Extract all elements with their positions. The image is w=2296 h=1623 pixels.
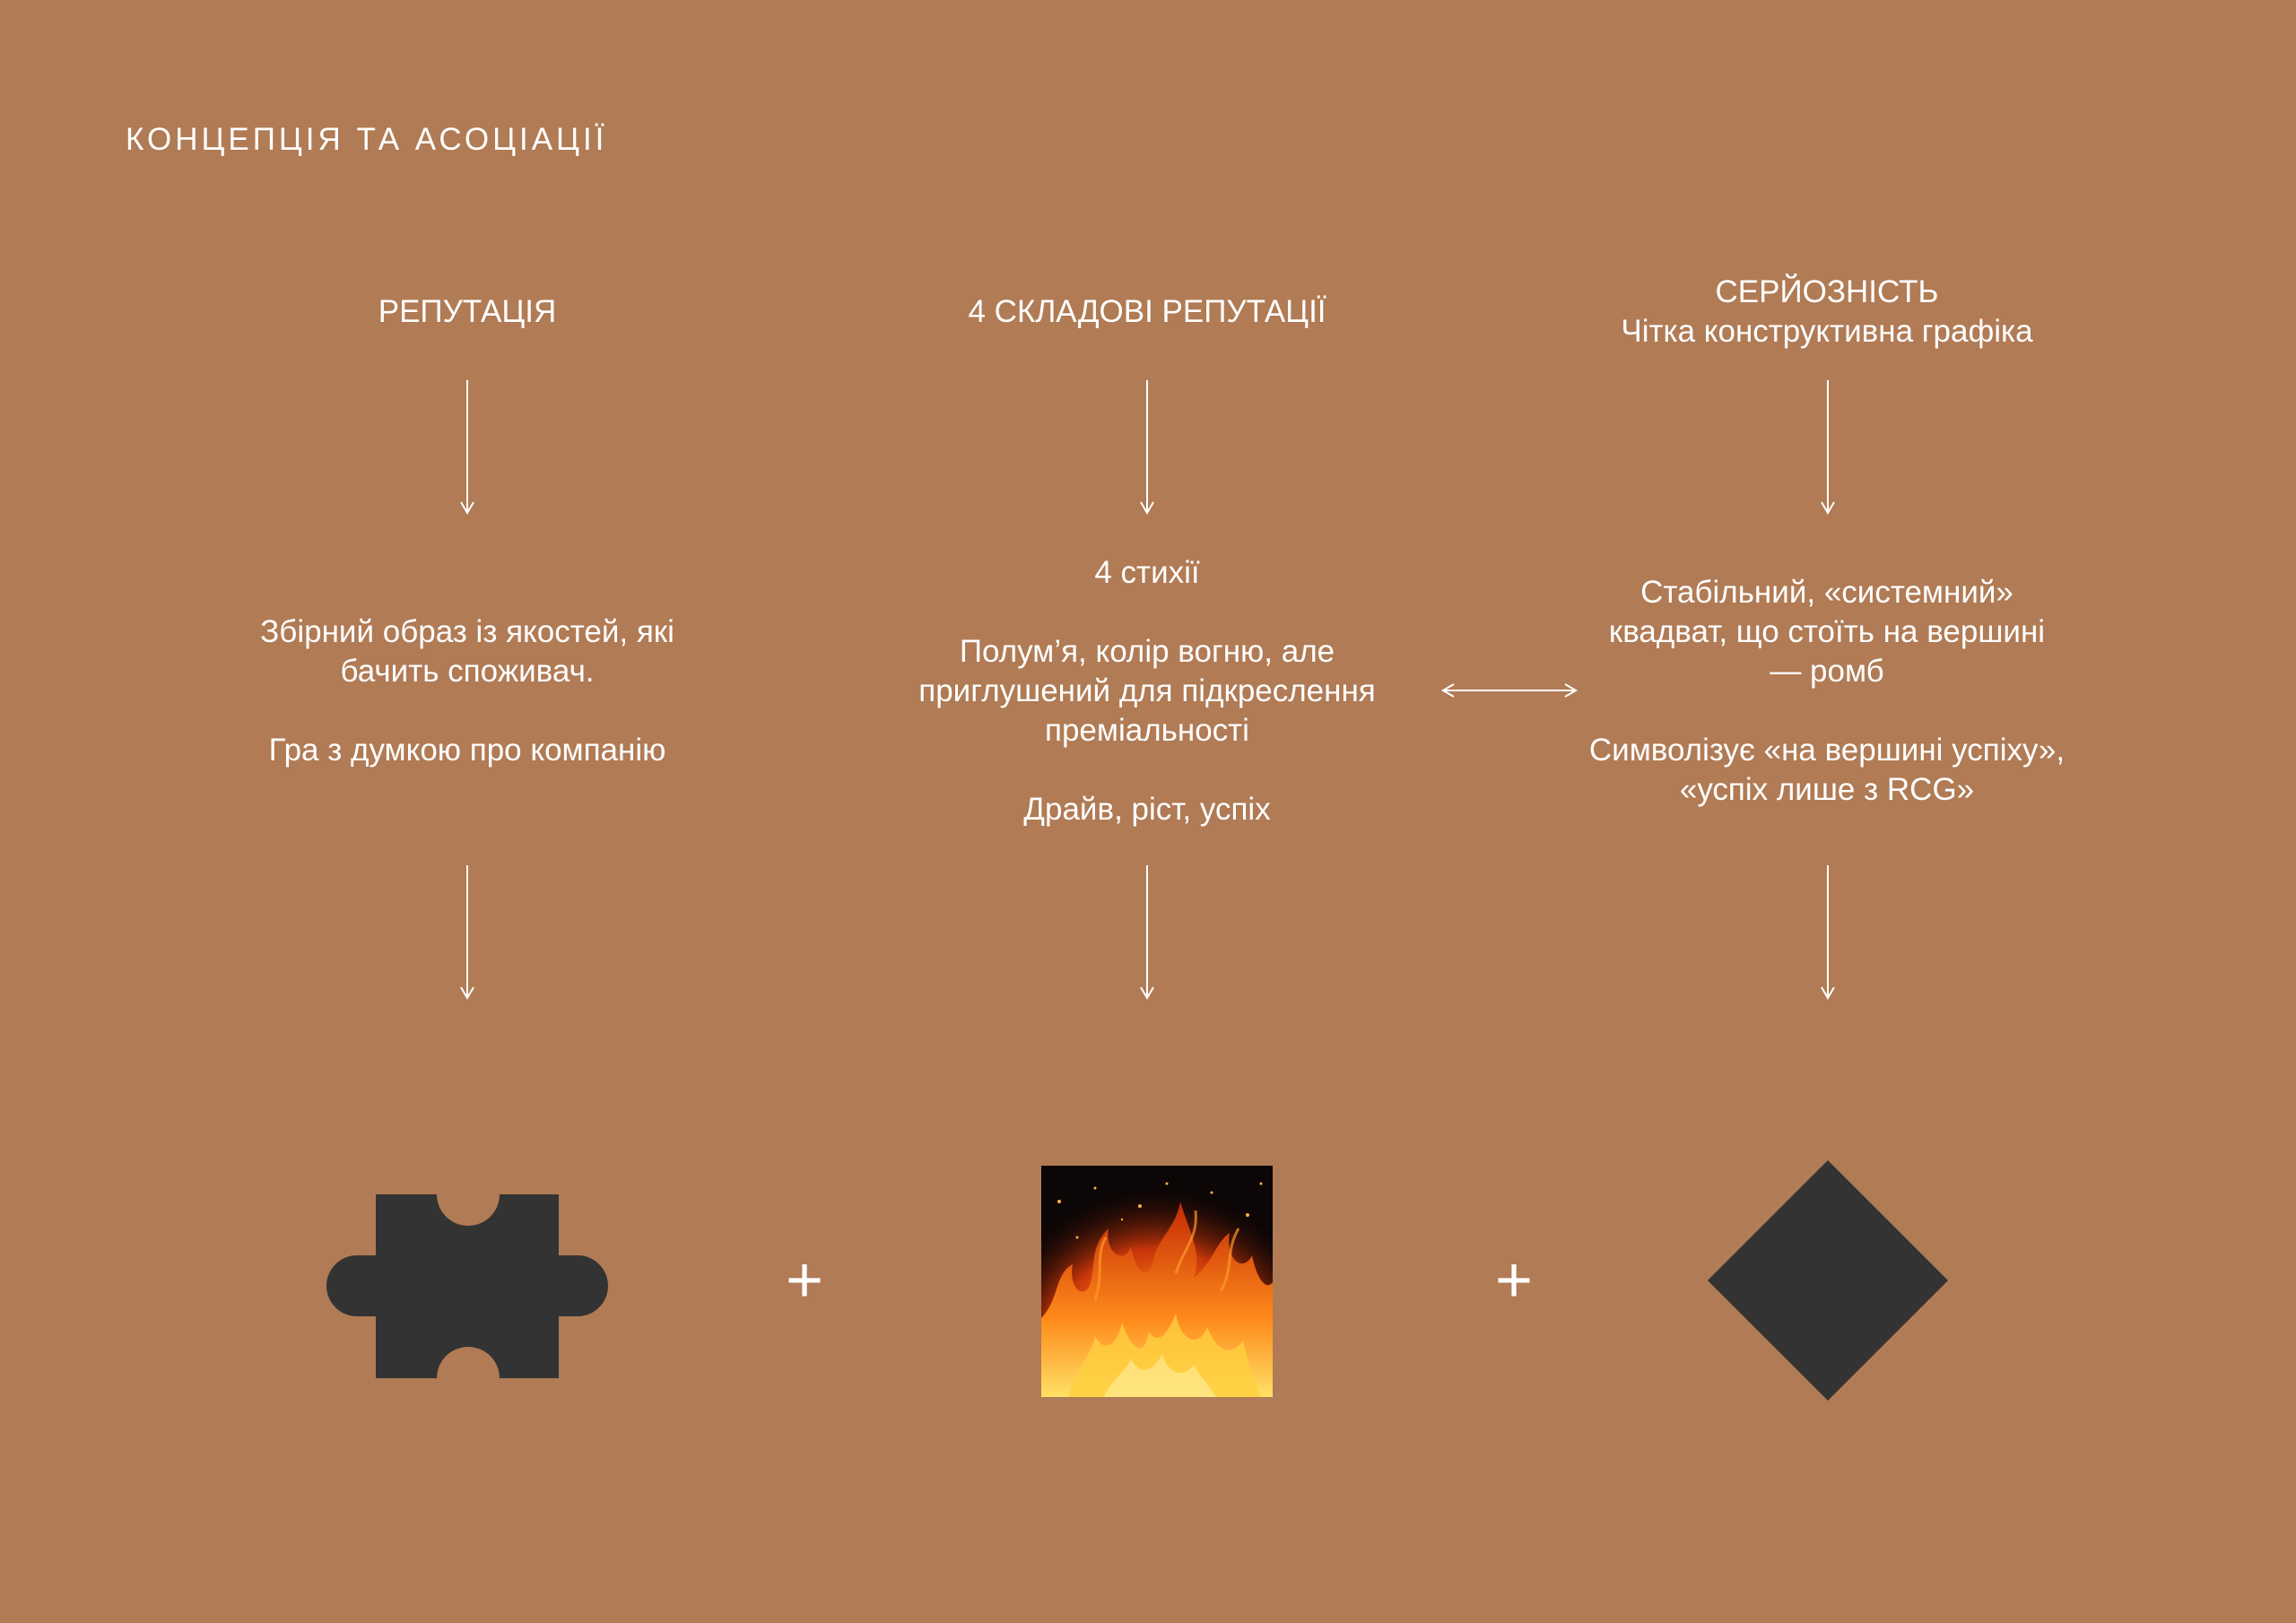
puzzle-piece-icon — [326, 1194, 608, 1378]
fire-image — [1041, 1166, 1273, 1397]
arrow-down-icon — [460, 380, 474, 515]
column-text-four-elements: 4 стихії Полум’я, колір вогню, але пригл… — [918, 555, 1376, 827]
arrow-down-icon — [460, 865, 474, 1000]
column-heading-reputation: РЕПУТАЦІЯ — [378, 294, 557, 329]
arrow-down-icon — [1821, 865, 1835, 1000]
plus-operator: + — [785, 1245, 824, 1316]
plus-operator: + — [1494, 1245, 1534, 1316]
column-heading-seriousness: СЕРЙОЗНІСТЬ Чітка конструктивна графіка — [1621, 274, 2033, 349]
diamond-icon — [1708, 1160, 1948, 1401]
arrow-down-icon — [1821, 380, 1835, 515]
column-text-reputation: Збірний образ із якостей, які бачить спо… — [260, 614, 674, 768]
column-heading-four-components: 4 СКЛАДОВІ РЕПУТАЦІЇ — [968, 294, 1326, 329]
arrow-down-icon — [1140, 380, 1154, 515]
arrow-down-icon — [1140, 865, 1154, 1000]
page-title: КОНЦЕПЦІЯ ТА АСОЦІАЦІЇ — [126, 122, 608, 157]
column-text-rhombus: Стабільний, «системний» квадват, що стої… — [1588, 575, 2066, 807]
double-arrow-icon — [1441, 683, 1578, 698]
